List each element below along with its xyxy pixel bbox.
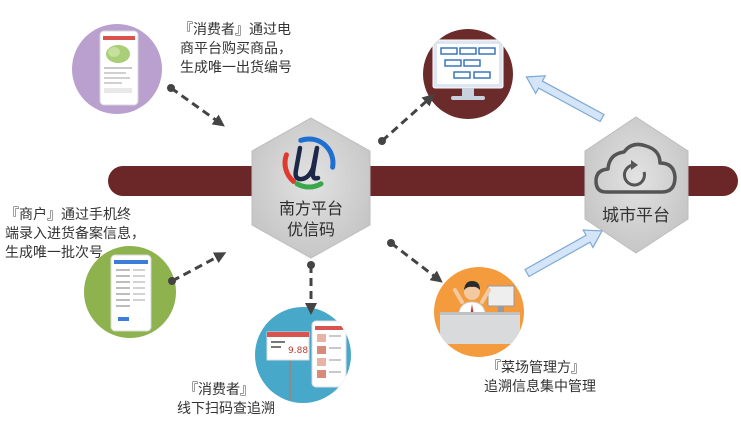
price-tag: 9.88 xyxy=(288,346,308,356)
arrow-platform-to-offline-consumer xyxy=(305,261,317,315)
phone-icon xyxy=(311,320,347,388)
city-platform-node: 城市平台 xyxy=(584,116,689,254)
merchant-line-2: 端录入进货备案信息， xyxy=(5,225,145,242)
monitor-icon xyxy=(432,39,504,100)
price-sign-icon: 9.88 xyxy=(266,331,310,400)
offline-consumer-node: 9.88 『消费者』 线下扫码查追溯 xyxy=(177,307,351,417)
nanfang-platform-node: 南方平台 优信码 xyxy=(251,117,371,259)
nanfang-label-line-2: 优信码 xyxy=(287,220,335,239)
nanfang-logo xyxy=(282,136,336,190)
cloud-sync-icon xyxy=(594,142,677,194)
market-manager-line-1: 『菜场管理方』 xyxy=(487,360,585,376)
arrow-merchant-to-platform xyxy=(168,252,227,285)
phone-icon xyxy=(110,254,152,332)
person-at-desk-icon xyxy=(440,281,520,344)
online-consumer-line-2: 商平台购买商品， xyxy=(180,41,292,57)
offline-consumer-line-1: 『消费者』 xyxy=(184,382,254,398)
merchant-node: 『商户』通过手机终 端录入进货备案信息， 生成唯一批次号 xyxy=(5,206,176,338)
phone-icon xyxy=(99,30,139,106)
arrow-online-consumer-to-platform xyxy=(167,84,225,127)
online-consumer-line-3: 生成唯一出货编号 xyxy=(180,59,292,76)
market-manager-node: 『菜场管理方』 追溯信息集中管理 xyxy=(434,267,596,395)
offline-consumer-line-2: 线下扫码查追溯 xyxy=(177,401,275,417)
market-to-city-arrow xyxy=(524,229,603,278)
market-manager-line-2: 追溯信息集中管理 xyxy=(484,378,596,395)
online-consumer-node: 『消费者』通过电 商平台购买商品， 生成唯一出货编号 xyxy=(72,22,292,114)
merchant-line-1: 『商户』通过手机终 xyxy=(5,206,131,223)
city-platform-label: 城市平台 xyxy=(602,206,670,226)
city-to-monitor-arrow xyxy=(525,75,605,123)
arrow-platform-to-monitor xyxy=(378,93,435,145)
arrow-platform-to-market-manager xyxy=(387,239,443,283)
merchant-line-3: 生成唯一批次号 xyxy=(5,245,103,261)
nanfang-label-line-1: 南方平台 xyxy=(279,199,343,218)
online-consumer-line-1: 『消费者』通过电 xyxy=(179,22,291,38)
monitor-node xyxy=(423,29,513,119)
